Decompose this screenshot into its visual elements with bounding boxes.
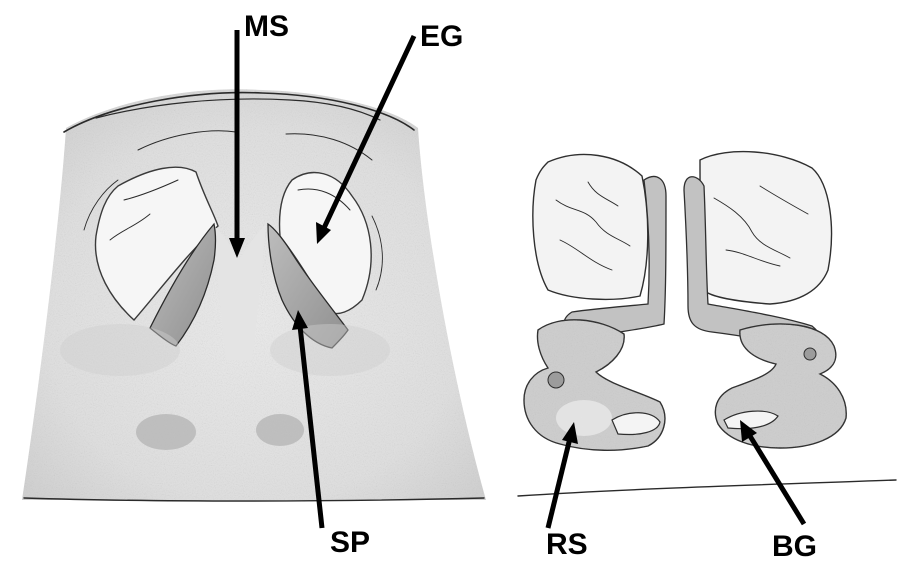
right-posterior-spot — [256, 414, 304, 446]
label-ms: MS — [244, 10, 289, 43]
right-upper-lobe — [700, 152, 831, 304]
label-sp: SP — [330, 526, 370, 559]
left-posterior-spot — [136, 414, 196, 450]
vulva-dorsal-view — [518, 152, 896, 496]
bg-arrow — [750, 436, 804, 524]
epigynum-ventral-view — [22, 89, 486, 501]
rs-arrow — [548, 438, 570, 528]
label-bg: BG — [772, 530, 817, 563]
left-upper-lobe — [533, 154, 648, 299]
label-rs: RS — [546, 528, 588, 561]
label-eg: EG — [420, 20, 463, 53]
